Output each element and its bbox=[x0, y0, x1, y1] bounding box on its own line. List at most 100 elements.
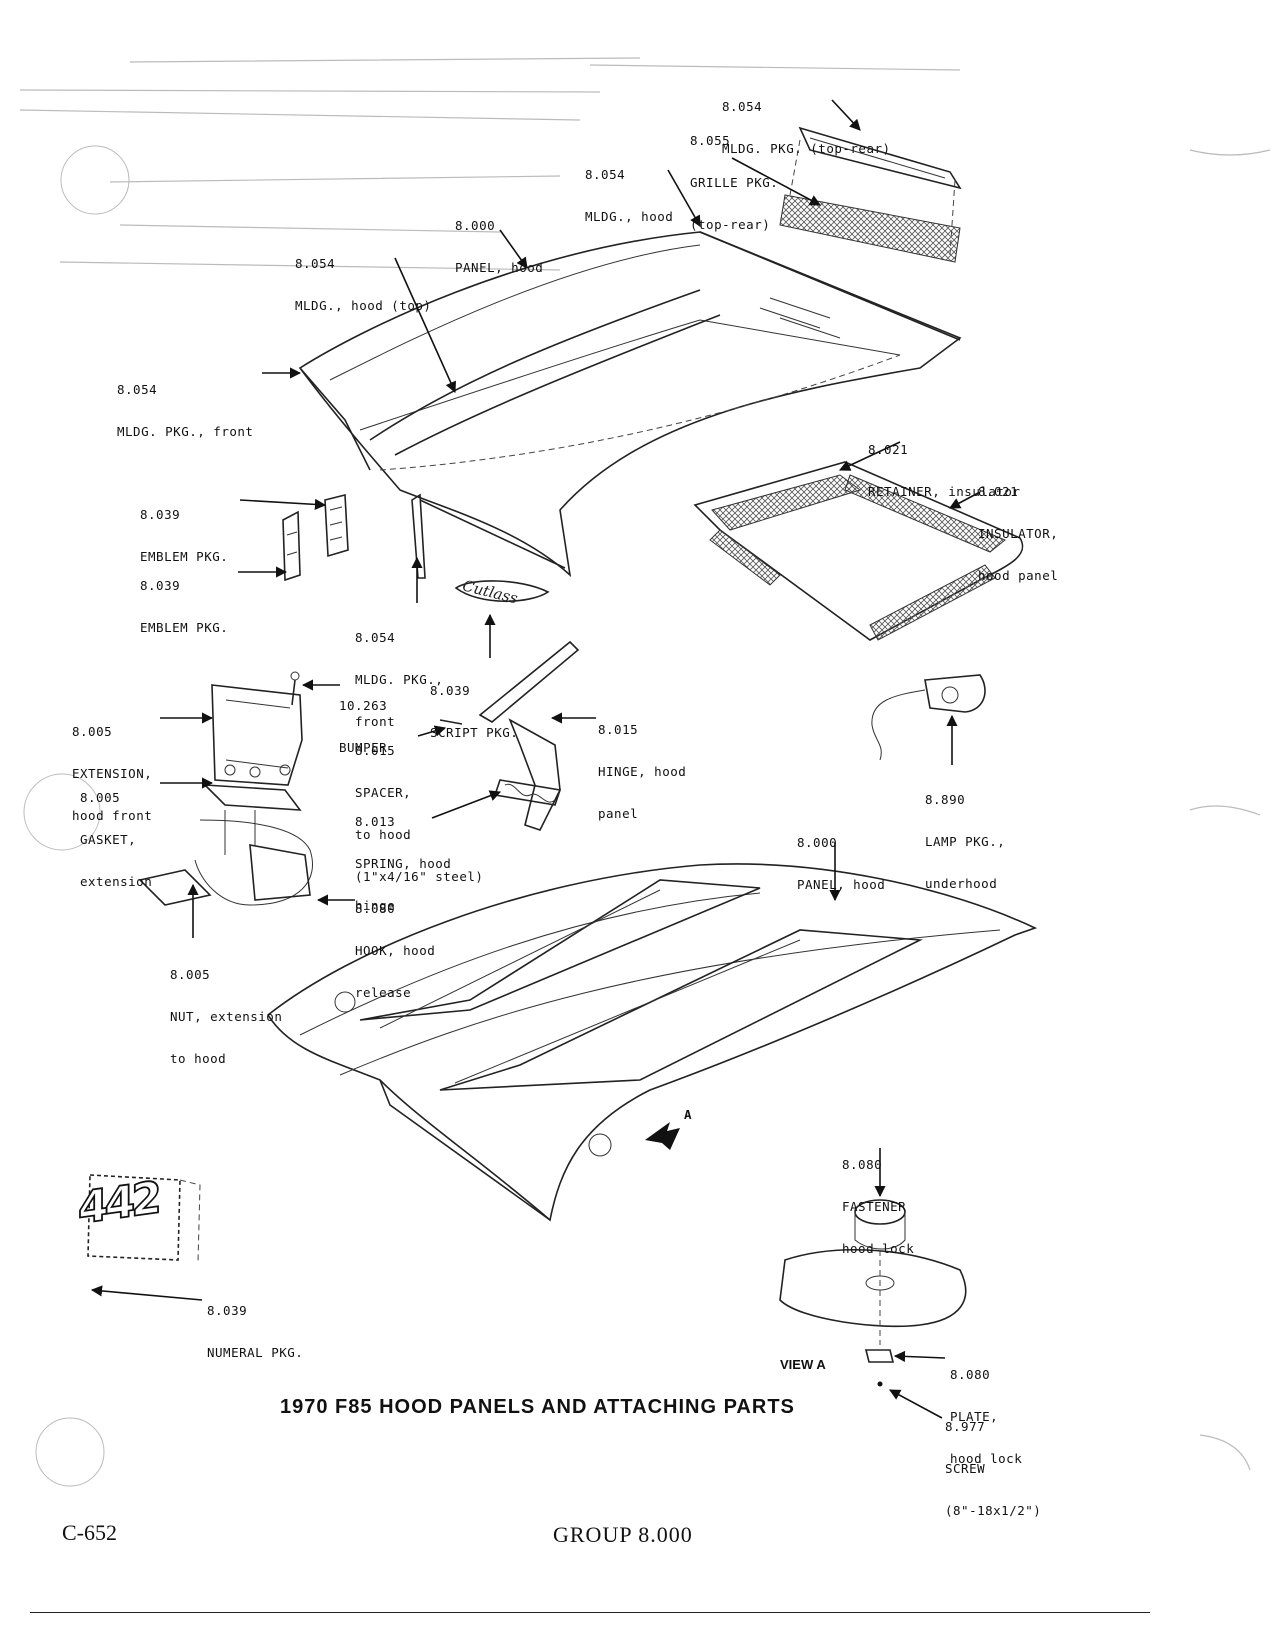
callout-hinge-hood-panel: 8.015 HINGE, hood panel bbox=[598, 695, 686, 835]
part-number: 8.080 bbox=[355, 901, 396, 916]
callout-mldg-hood-top: 8.054 MLDG., hood (top) bbox=[295, 229, 431, 327]
part-number: 8.054 bbox=[585, 167, 626, 182]
part-description: MLDG. PKG., bbox=[355, 672, 444, 687]
part-number: 8.039 bbox=[140, 507, 181, 522]
callout-screw: 8.977 SCREW (8"-18x1/2") bbox=[945, 1392, 1041, 1532]
part-description: SPRING, hood bbox=[355, 856, 452, 871]
part-description: SCRIPT PKG. bbox=[430, 725, 519, 740]
part-description: hood front bbox=[72, 808, 153, 823]
part-description: GRILLE PKG. bbox=[690, 175, 779, 190]
part-description: SCREW bbox=[945, 1461, 986, 1476]
callout-hook-hood-release: 8.080 HOOK, hood release bbox=[355, 874, 435, 1014]
callout-retainer-insulator: 8.021 RETAINER, insulator bbox=[868, 415, 1021, 513]
part-description: PANEL, hood bbox=[797, 877, 886, 892]
part-number: 8.005 bbox=[80, 790, 121, 805]
part-number: 8.080 bbox=[842, 1157, 883, 1172]
part-number: 8.890 bbox=[925, 792, 966, 807]
callout-emblem-pkg-2: 8.039 EMBLEM PKG. bbox=[140, 551, 228, 649]
part-description: BUMPER bbox=[339, 740, 388, 755]
view-a-label: VIEW A bbox=[780, 1357, 826, 1372]
callout-panel-hood-top: 8.000 PANEL, hood bbox=[455, 191, 543, 289]
hood-panel-top-view bbox=[298, 231, 962, 578]
hood-front-extension-assembly bbox=[138, 671, 313, 906]
part-description: MLDG., hood (top) bbox=[295, 298, 432, 313]
part-number: 8.054 bbox=[295, 256, 336, 271]
scan-bleedthrough bbox=[19, 57, 1271, 1487]
part-description: (top-rear) bbox=[690, 217, 771, 232]
part-description: NUT, extension bbox=[170, 1009, 283, 1024]
part-number: 8.005 bbox=[170, 967, 211, 982]
callout-grille-pkg: 8.055 GRILLE PKG. (top-rear) bbox=[690, 106, 778, 246]
callout-panel-hood-lower: 8.000 PANEL, hood bbox=[797, 808, 885, 906]
part-description: PLATE, bbox=[950, 1409, 999, 1424]
part-number: 8.005 bbox=[72, 724, 113, 739]
part-description: EMBLEM PKG. bbox=[140, 620, 229, 635]
callout-mldg-pkg-front-1: 8.054 MLDG. PKG., front bbox=[117, 355, 253, 453]
callout-spring-hood-hinge: 8.013 SPRING, hood hinge bbox=[355, 787, 451, 927]
front-molding-and-script bbox=[411, 493, 550, 603]
part-description: GASKET, bbox=[80, 832, 137, 847]
part-description: HOOK, hood bbox=[355, 943, 436, 958]
part-description: release bbox=[355, 985, 412, 1000]
part-description: panel bbox=[598, 806, 639, 821]
part-number: 8.039 bbox=[140, 578, 181, 593]
part-number: 8.000 bbox=[797, 835, 838, 850]
hood-insulator-panel bbox=[693, 461, 1024, 641]
callout-mldg-pkg-front-2: 8.054 MLDG. PKG., front bbox=[355, 603, 443, 743]
hood-hinge-assembly bbox=[439, 640, 580, 831]
part-number: 8.055 bbox=[690, 133, 731, 148]
callout-plate-hood-lock: 8.080 PLATE, hood lock bbox=[950, 1340, 1022, 1480]
callout-script-pkg: 8.039 SCRIPT PKG. bbox=[430, 656, 518, 754]
part-number: 10.263 bbox=[339, 698, 388, 713]
part-number: 8.977 bbox=[945, 1419, 986, 1434]
hood-lock-fastener-view-a bbox=[779, 1199, 967, 1387]
emblem-parts bbox=[282, 493, 349, 582]
underhood-lamp bbox=[871, 674, 986, 761]
callout-fastener-hood-lock: 8.080 FASTENER hood lock bbox=[842, 1130, 914, 1270]
callout-gasket-extension: 8.005 GASKET, extension bbox=[80, 763, 152, 903]
part-description: SPACER, bbox=[355, 785, 412, 800]
callout-mldg-hood: 8.054 MLDG., hood bbox=[585, 140, 673, 238]
part-number: 8.039 bbox=[430, 683, 471, 698]
part-description: hood panel bbox=[978, 568, 1059, 583]
numeral-emblem bbox=[87, 1174, 201, 1263]
part-description: to hood bbox=[355, 827, 412, 842]
callout-lamp-pkg: 8.890 LAMP PKG., underhood bbox=[925, 765, 1005, 905]
callout-mldg-pkg-top-rear: 8.054 MLDG. PKG. (top-rear) bbox=[722, 72, 891, 170]
part-number: 8.054 bbox=[117, 382, 158, 397]
callout-insulator-hood-panel: 8.021 INSULATOR, hood panel bbox=[978, 457, 1058, 597]
part-number: 8.039 bbox=[207, 1303, 248, 1318]
callout-bumper: 10.263 BUMPER bbox=[339, 671, 387, 769]
part-number: 8.080 bbox=[950, 1367, 991, 1382]
page-number: C-652 bbox=[62, 1520, 117, 1545]
part-description: MLDG. PKG. (top-rear) bbox=[722, 141, 891, 156]
part-description: (8"-18x1/2") bbox=[945, 1503, 1042, 1518]
part-description: MLDG. PKG., front bbox=[117, 424, 254, 439]
part-description: FASTENER bbox=[842, 1199, 907, 1214]
part-number: 8.021 bbox=[868, 442, 909, 457]
part-number: 8.054 bbox=[355, 630, 396, 645]
part-description: to hood bbox=[170, 1051, 227, 1066]
part-number: 8.000 bbox=[455, 218, 496, 233]
part-description: front bbox=[355, 714, 396, 729]
part-description: EMBLEM PKG. bbox=[140, 549, 229, 564]
part-description: NUMERAL PKG. bbox=[207, 1345, 304, 1360]
part-description: HINGE, hood bbox=[598, 764, 687, 779]
callout-spacer: 8.015 SPACER, to hood (1"x4/16" steel) bbox=[355, 716, 483, 898]
callout-nut-extension: 8.005 NUT, extension to hood bbox=[170, 940, 282, 1080]
part-description: hood lock bbox=[950, 1451, 1023, 1466]
part-number: 8.015 bbox=[355, 743, 396, 758]
part-number: 8.021 bbox=[978, 484, 1019, 499]
part-description: PANEL, hood bbox=[455, 260, 544, 275]
part-description: INSULATOR, bbox=[978, 526, 1059, 541]
part-description: EXTENSION, bbox=[72, 766, 153, 781]
part-description: RETAINER, insulator bbox=[868, 484, 1021, 499]
group-label: GROUP 8.000 bbox=[553, 1522, 693, 1547]
part-number: 8.015 bbox=[598, 722, 639, 737]
part-description: underhood bbox=[925, 876, 998, 891]
callout-emblem-pkg-1: 8.039 EMBLEM PKG. bbox=[140, 480, 228, 578]
leader-lines bbox=[90, 99, 981, 1419]
part-number: 8.013 bbox=[355, 814, 396, 829]
part-description: (1"x4/16" steel) bbox=[355, 869, 484, 884]
